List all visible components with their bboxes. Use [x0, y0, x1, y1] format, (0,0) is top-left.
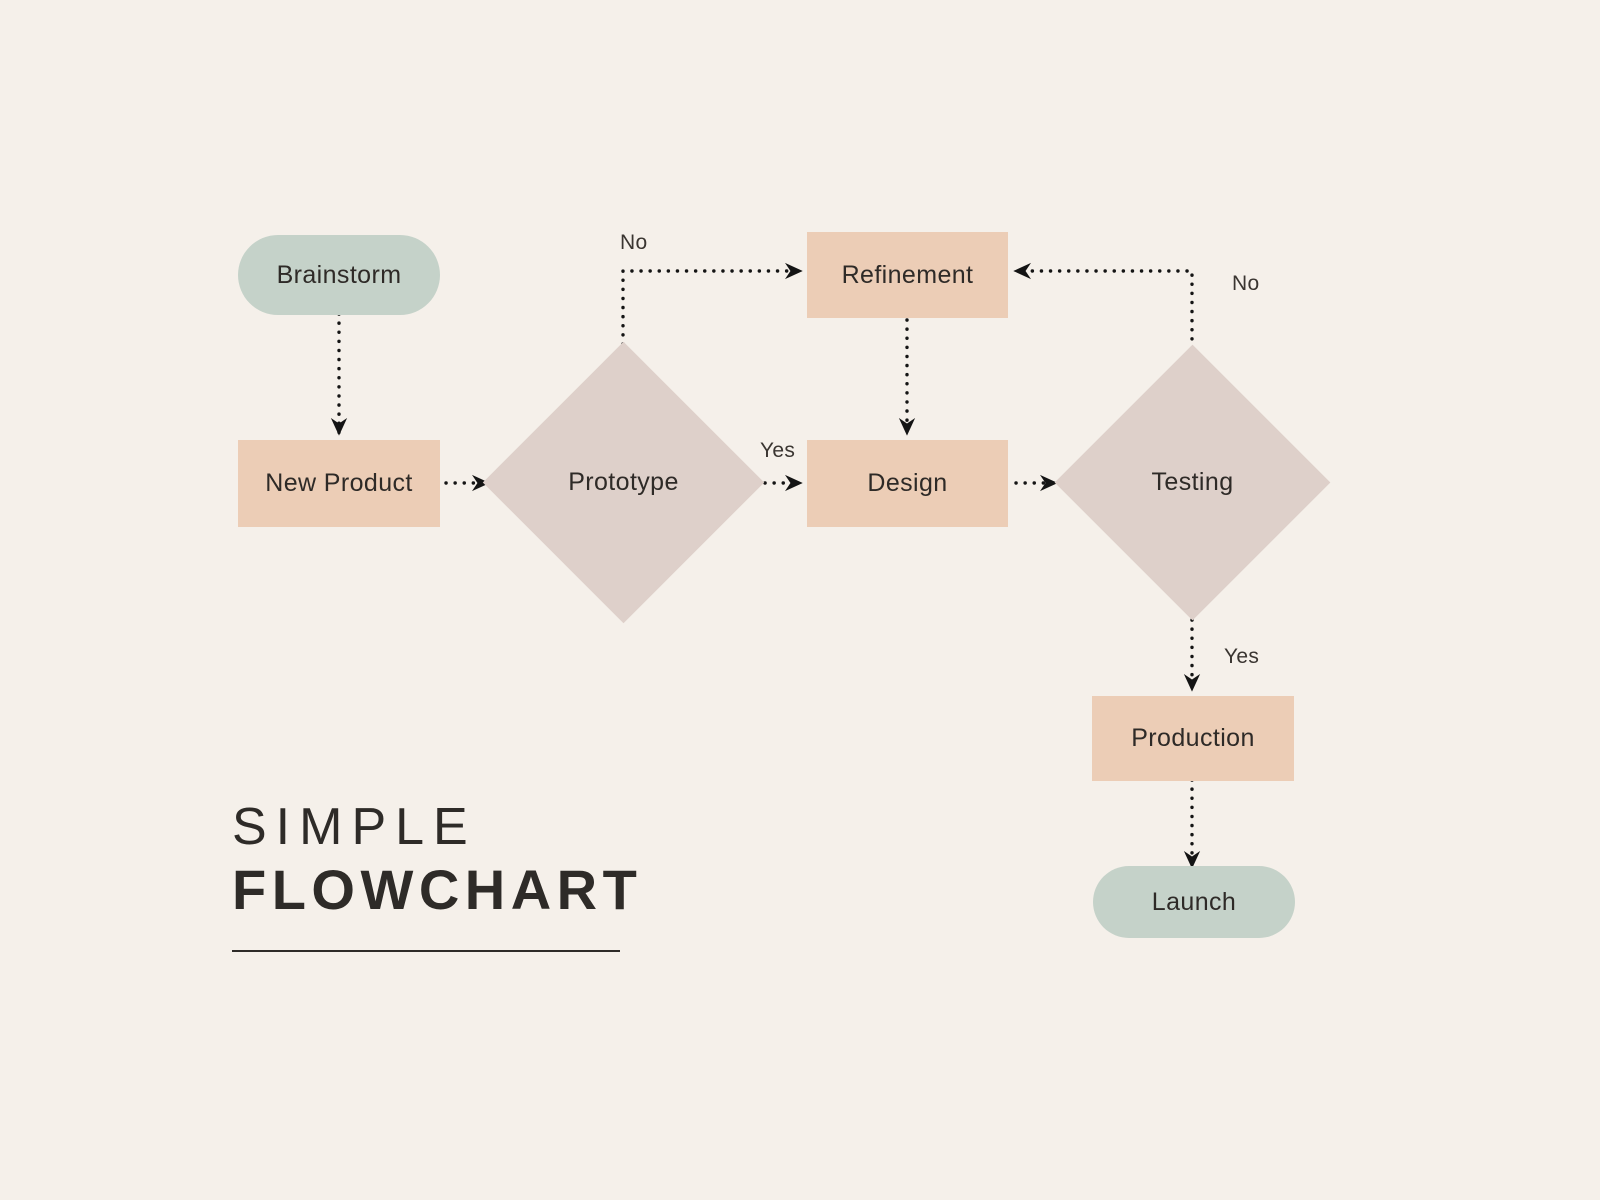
node-brainstorm[interactable]: Brainstorm [238, 235, 440, 315]
node-prototype[interactable]: Prototype [482, 341, 765, 624]
node-testing-label: Testing [1151, 468, 1234, 496]
node-prototype-label: Prototype [568, 468, 679, 496]
node-refinement[interactable]: Refinement [807, 232, 1008, 318]
edge-label-prototype-no: No [620, 231, 648, 254]
page-title-line2: FLOWCHART [232, 857, 643, 921]
node-new-product[interactable]: New Product [238, 440, 440, 527]
node-refinement-label: Refinement [841, 260, 974, 289]
node-production-label: Production [1131, 724, 1255, 752]
edge-label-prototype-yes: Yes [760, 439, 796, 462]
title-block: SIMPLE FLOWCHART [232, 798, 643, 953]
title-underline [232, 950, 620, 953]
node-new-product-label: New Product [265, 469, 413, 497]
edge-prototype-no-to-refinement [621, 262, 803, 346]
edge-label-testing-yes: Yes [1224, 645, 1260, 668]
node-launch-label: Launch [1151, 887, 1237, 916]
node-brainstorm-label: Brainstorm [276, 260, 402, 289]
page-title-line1: SIMPLE [232, 798, 477, 856]
node-design-label: Design [867, 469, 948, 497]
node-launch[interactable]: Launch [1093, 866, 1295, 938]
node-testing[interactable]: Testing [1054, 344, 1331, 621]
edge-testing-no-to-refinement [1013, 262, 1194, 350]
node-production[interactable]: Production [1092, 696, 1294, 781]
edge-label-testing-no: No [1232, 272, 1260, 295]
node-design[interactable]: Design [807, 440, 1008, 527]
